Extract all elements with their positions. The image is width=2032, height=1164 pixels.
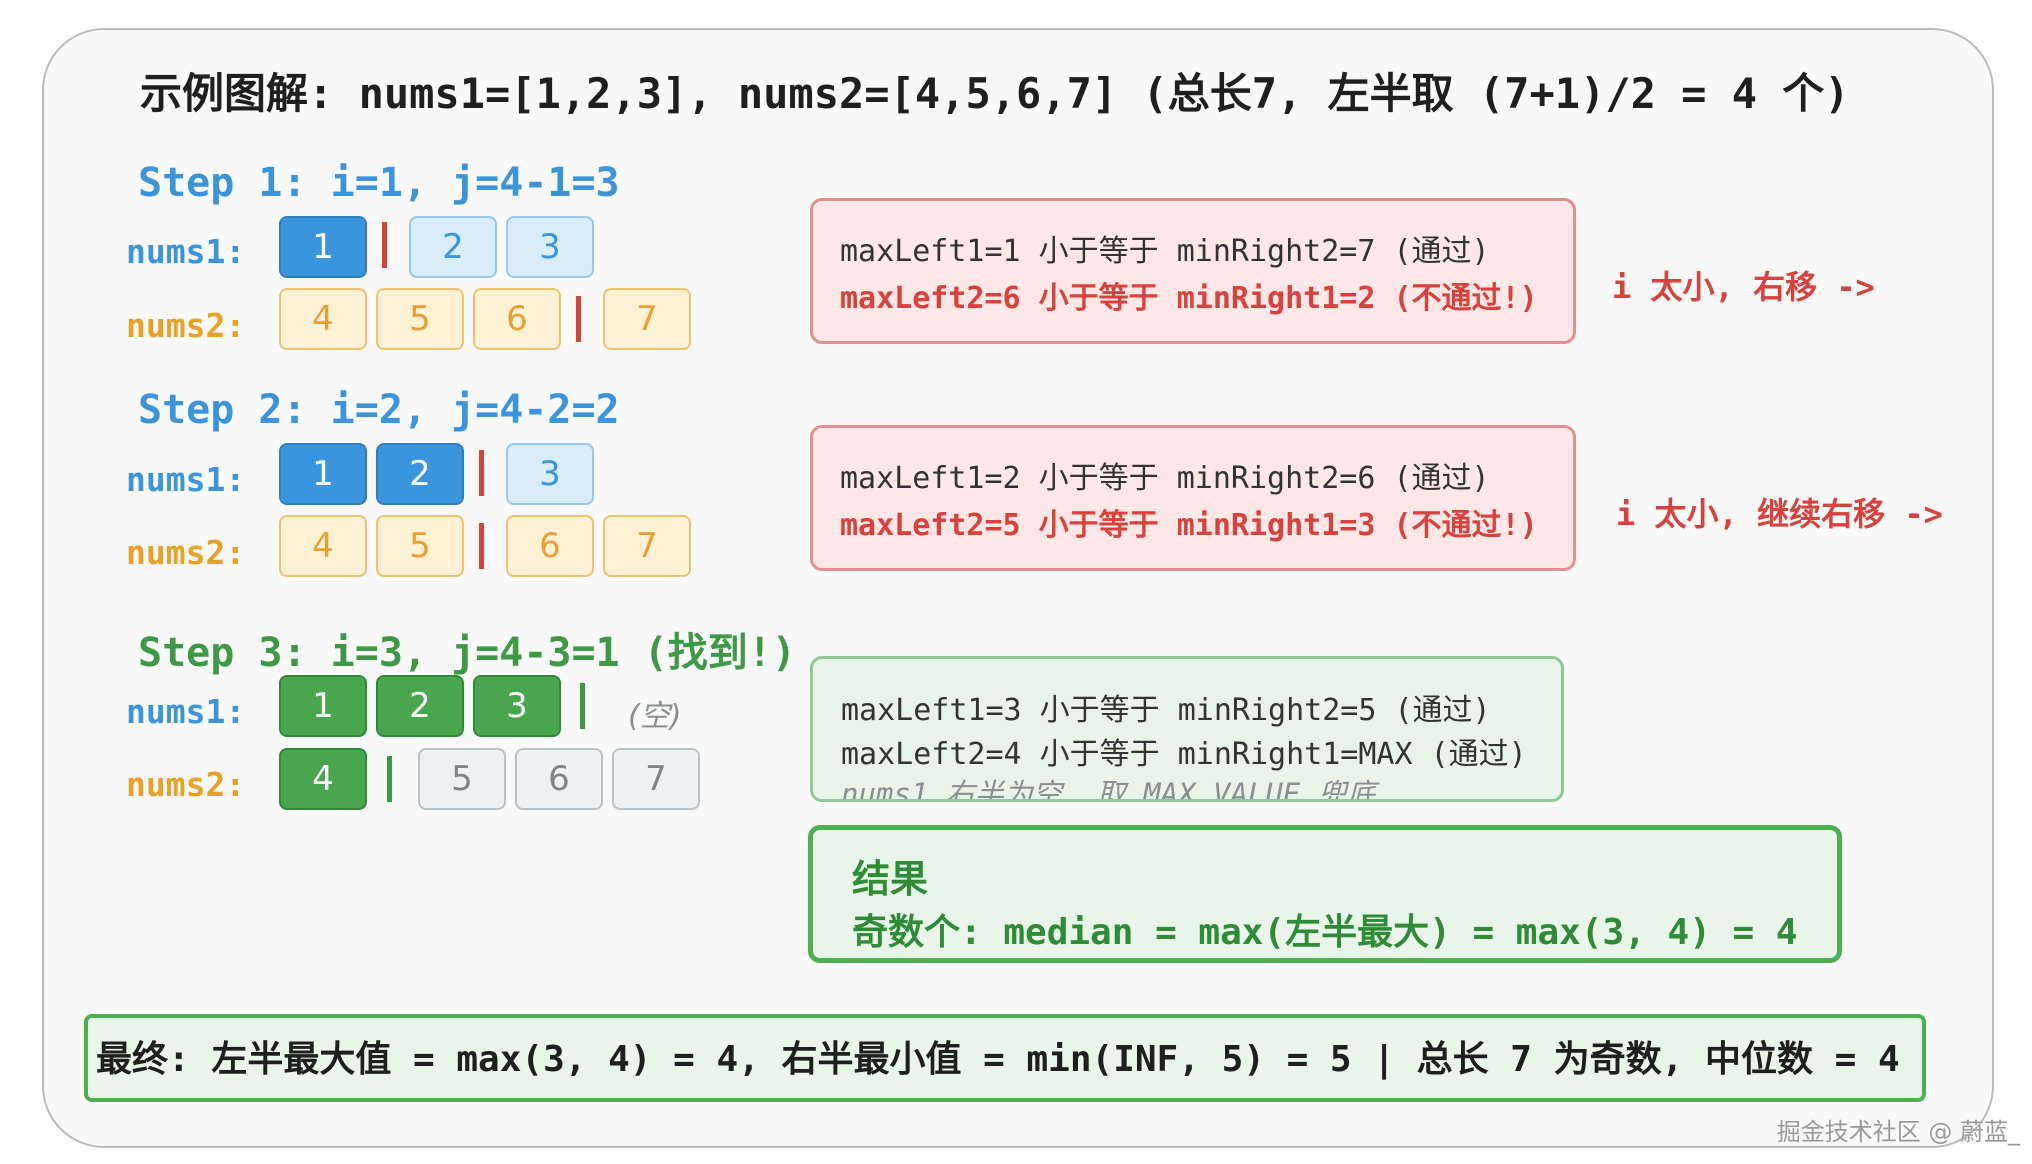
step2-nums1-cell-2: 2: [376, 443, 464, 505]
final-summary-box: [84, 1014, 1926, 1102]
step3-nums1-partition: [580, 683, 585, 729]
step1-nums2-cell-4: 7: [603, 288, 691, 350]
step2-title: Step 2: i=2, j=4-2=2: [138, 387, 620, 433]
final-summary-text: 最终: 左半最大值 = max(3, 4) = 4, 右半最小值 = min(I…: [96, 1039, 1900, 1080]
step1-nums1-cell-1: 1: [279, 216, 367, 278]
step2-check-2: maxLeft2=5 小于等于 minRight1=3 (不通过!): [840, 508, 1538, 543]
step2-nums1-cell-3: 3: [506, 443, 594, 505]
step1-check-box: [810, 198, 1576, 344]
step2-nums2-label: nums2:: [126, 533, 246, 572]
step2-nums2-cell-2: 5: [376, 515, 464, 577]
step1-nums2-cell-3: 6: [473, 288, 561, 350]
step1-nums1-cell-2: 2: [409, 216, 497, 278]
step1-nums1-partition: [382, 222, 387, 268]
step2-hint: i 太小, 继续右移 ->: [1616, 495, 1943, 533]
step3-nums1-label: nums1:: [126, 692, 246, 731]
step1-nums1-cell-3: 3: [506, 216, 594, 278]
step1-hint: i 太小, 右移 ->: [1612, 268, 1875, 306]
step3-check-1: maxLeft1=3 小于等于 minRight2=5 (通过): [841, 693, 1491, 728]
step1-title: Step 1: i=1, j=4-1=3: [138, 160, 620, 206]
step1-check-2: maxLeft2=6 小于等于 minRight1=2 (不通过!): [840, 281, 1538, 316]
step1-nums1-label: nums1:: [126, 232, 246, 271]
step2-nums2-cell-4: 7: [603, 515, 691, 577]
step3-nums1-cell-3: 3: [473, 675, 561, 737]
step3-nums1-cell-2: 2: [376, 675, 464, 737]
step3-nums2-cell-3: 6: [515, 748, 603, 810]
result-box: [808, 825, 1842, 963]
step3-nums2-label: nums2:: [126, 765, 246, 804]
step3-nums2-cell-2: 5: [418, 748, 506, 810]
step2-check-box: [810, 425, 1576, 571]
step2-nums2-cell-1: 4: [279, 515, 367, 577]
step2-nums1-partition: [479, 450, 484, 496]
step3-nums1-cell-1: 1: [279, 675, 367, 737]
step1-nums2-cell-1: 4: [279, 288, 367, 350]
step3-nums2-partition: [387, 756, 392, 802]
step2-nums2-partition: [479, 523, 484, 569]
step3-nums1-empty: (空): [628, 699, 682, 734]
result-line: 奇数个: median = max(左半最大) = max(3, 4) = 4: [852, 912, 1798, 953]
step2-nums1-label: nums1:: [126, 460, 246, 499]
step1-nums2-partition: [576, 296, 581, 342]
step3-check-2: maxLeft2=4 小于等于 minRight1=MAX (通过): [841, 737, 1527, 772]
diagram-title: 示例图解: nums1=[1,2,3], nums2=[4,5,6,7] (总长…: [140, 69, 1850, 118]
watermark: 掘金技术社区 @ 蔚蓝_: [1776, 1118, 2020, 1146]
step3-title: Step 3: i=3, j=4-3=1 (找到!): [138, 630, 796, 676]
step2-nums1-cell-1: 1: [279, 443, 367, 505]
step1-nums2-cell-2: 5: [376, 288, 464, 350]
step2-nums2-cell-3: 6: [506, 515, 594, 577]
result-title: 结果: [852, 857, 929, 901]
step1-nums2-label: nums2:: [126, 306, 246, 345]
step3-nums2-cell-4: 7: [612, 748, 700, 810]
step3-nums2-cell-1: 4: [279, 748, 367, 810]
step3-note: nums1 右半为空, 取 MAX_VALUE 兜底: [841, 777, 1376, 802]
step3-check-box: maxLeft1=3 小于等于 minRight2=5 (通过) maxLeft…: [810, 656, 1564, 802]
step2-check-1: maxLeft1=2 小于等于 minRight2=6 (通过): [840, 461, 1490, 496]
step1-check-1: maxLeft1=1 小于等于 minRight2=7 (通过): [840, 234, 1490, 269]
